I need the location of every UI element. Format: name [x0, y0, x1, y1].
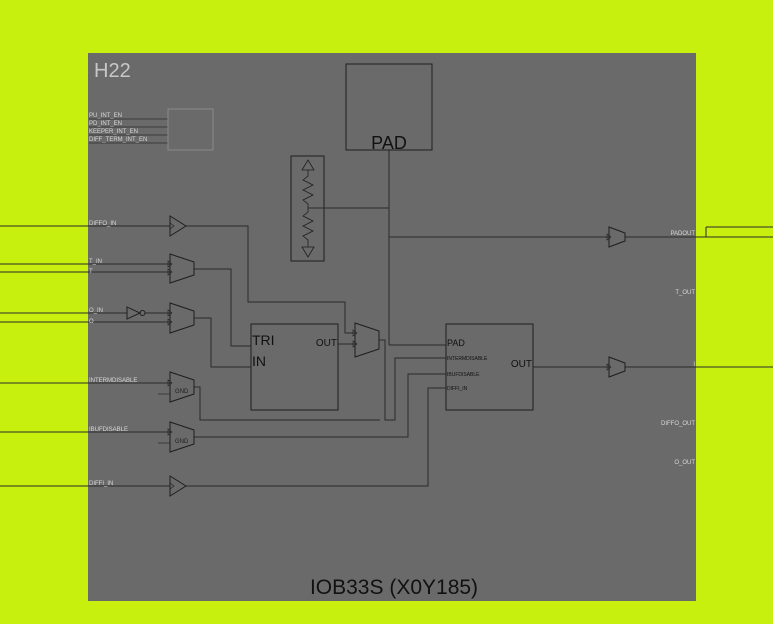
ibufdisable-mux[interactable]	[158, 421, 195, 453]
pin-diffo-out[interactable]: DIFFO_OUT	[661, 421, 695, 427]
intermdisable-mux[interactable]	[158, 371, 195, 403]
o-mux[interactable]	[167, 302, 195, 334]
pin-t[interactable]: T	[89, 269, 93, 275]
ibuf-out-label: OUT	[511, 359, 532, 370]
pin-ibufdisable[interactable]: IBUFDISABLE	[89, 427, 128, 433]
pin-t-in[interactable]: T_IN	[89, 259, 102, 265]
pin-intermdisable[interactable]: INTERMDISABLE	[89, 378, 137, 384]
small-input-group: PU_INT_EN PD_INT_EN KEEPER_INT_EN DIFF_T…	[89, 113, 147, 143]
ibuf-block[interactable]	[445, 323, 534, 411]
pull-control-block[interactable]	[167, 108, 214, 151]
tri-block[interactable]	[250, 323, 339, 411]
tri-out-label: OUT	[316, 338, 337, 349]
t-mux[interactable]	[167, 253, 195, 284]
site-label: H22	[94, 60, 131, 82]
pin-pd-int-en[interactable]: PD_INT_EN	[89, 121, 122, 127]
pin-padout[interactable]: PADOUT	[670, 231, 695, 237]
output-mux[interactable]	[352, 322, 380, 358]
o-inverter[interactable]	[126, 306, 146, 320]
pin-o-out[interactable]: O_OUT	[674, 460, 695, 466]
diffi-in-buffer[interactable]	[169, 475, 187, 497]
ibuf-pad-label: PAD	[447, 338, 465, 348]
tri-label: TRI	[252, 332, 275, 348]
pin-diff-term-int-en[interactable]: DIFF_TERM_INT_EN	[89, 137, 147, 143]
gnd-label-ibufdisable: GND	[175, 439, 189, 445]
diffo-in-buffer[interactable]	[169, 215, 187, 237]
tile-title: IOB33S (X0Y185)	[310, 576, 478, 599]
wires	[0, 150, 773, 487]
ibuf-diffi-in-label: DIFFI_IN	[447, 386, 468, 392]
pin-diffi-in[interactable]: DIFFI_IN	[89, 481, 113, 487]
pin-i[interactable]: I	[693, 362, 695, 368]
pad-label: PAD	[371, 133, 407, 153]
pin-o-in[interactable]: O_IN	[89, 308, 103, 314]
pin-diffo-in[interactable]: DIFFO_IN	[89, 221, 116, 227]
ibuf-ibufdisable-label: IBUFDISABLE	[447, 372, 480, 378]
padout-buffer[interactable]	[606, 226, 626, 248]
ibuf-intermdisable-label: INTERMDISABLE	[447, 356, 488, 362]
pin-o[interactable]: O	[89, 319, 94, 325]
i-output-buffer[interactable]	[606, 356, 626, 378]
pin-keeper-int-en[interactable]: KEEPER_INT_EN	[89, 129, 138, 135]
pin-pu-int-en[interactable]: PU_INT_EN	[89, 113, 122, 119]
tri-in-label: IN	[252, 353, 266, 369]
gnd-label-intermdisable: GND	[175, 389, 189, 395]
pin-t-out[interactable]: T_OUT	[675, 290, 695, 296]
